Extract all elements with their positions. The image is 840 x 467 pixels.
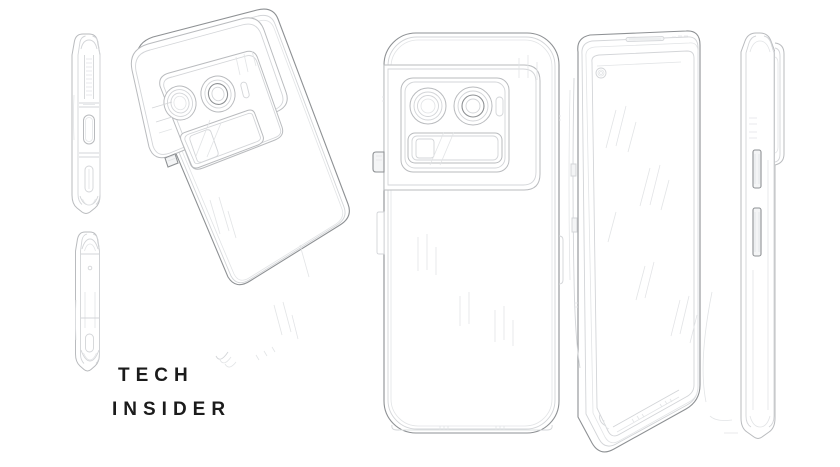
view-side-top-left — [72, 34, 100, 214]
camera-module-flat — [401, 78, 509, 172]
speaker-grille-icon — [85, 55, 94, 99]
side-button-flat[interactable] — [373, 152, 384, 172]
volume-button-flat[interactable] — [377, 212, 384, 254]
screen-highlights — [605, 105, 698, 344]
watermark-line-insider: INSIDER — [112, 399, 232, 420]
camera-module — [160, 51, 283, 169]
camera-lens-wide-flat — [410, 88, 446, 124]
front-camera-punch-hole — [596, 68, 606, 78]
camera-flash — [240, 82, 250, 99]
bottom-speaker-grille — [631, 398, 673, 423]
camera-lens-tele-flat — [454, 87, 492, 125]
side-button-upper[interactable] — [84, 115, 95, 144]
side-button-angled[interactable] — [165, 154, 178, 167]
surface-highlights-flat — [417, 55, 538, 346]
earpiece-slot — [626, 36, 664, 41]
camera-lens-tele — [197, 72, 239, 116]
sensor-window-flat — [408, 132, 502, 165]
watermark-line-tech: TECH — [118, 365, 194, 386]
pinhole-icon — [88, 266, 92, 270]
view-front-angled — [569, 31, 700, 452]
sensor-window — [181, 110, 264, 168]
surface-highlights — [209, 50, 310, 340]
side-slot-bottom — [86, 334, 94, 352]
view-side-bottom-left — [76, 232, 100, 371]
view-rear-flat — [373, 33, 563, 433]
camera-lens-wide — [160, 82, 200, 123]
power-button[interactable] — [753, 208, 761, 256]
view-side-right — [703, 33, 784, 439]
front-side-button-lower[interactable] — [572, 218, 577, 232]
volume-rocker[interactable] — [753, 150, 761, 188]
camera-flash-flat — [496, 97, 503, 116]
front-side-button-upper[interactable] — [571, 164, 576, 176]
view-rear-angled — [131, 9, 349, 367]
side-slot-lower — [85, 166, 93, 192]
